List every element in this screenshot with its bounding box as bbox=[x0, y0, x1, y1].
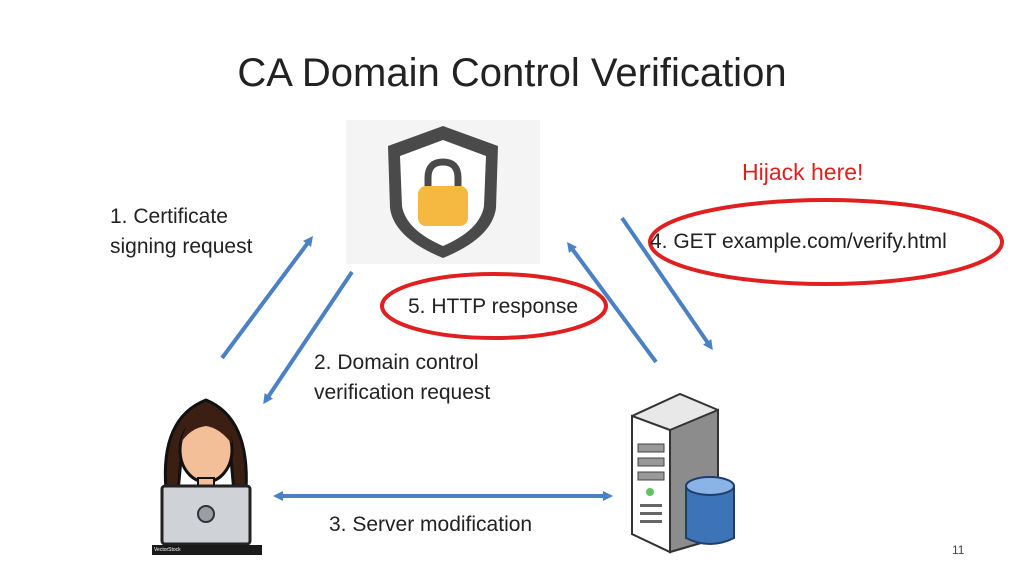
client-user bbox=[150, 388, 262, 556]
watermark-label: VectorStock bbox=[152, 545, 262, 555]
arrow-step4 bbox=[620, 216, 713, 351]
shield-lock-icon bbox=[388, 126, 498, 258]
step4-label: 4. GET example.com/verify.html bbox=[650, 230, 947, 253]
step3-label: 3. Server modification bbox=[329, 513, 533, 536]
page-number: 11 bbox=[952, 543, 965, 557]
hijack-annotation: Hijack here! bbox=[742, 159, 864, 185]
step5-label: 5. HTTP response bbox=[408, 295, 579, 318]
highlight-step4 bbox=[648, 198, 1004, 286]
step1-line1: 1. Certificate bbox=[110, 205, 228, 228]
step2-line1: 2. Domain control bbox=[314, 351, 479, 374]
highlight-step5 bbox=[380, 272, 608, 340]
step2-label: 2. Domain control verification request bbox=[314, 348, 490, 408]
slide-title: CA Domain Control Verification bbox=[237, 51, 787, 95]
step2-line2: verification request bbox=[314, 381, 491, 404]
arrow-step1 bbox=[220, 235, 313, 360]
person-laptop-icon bbox=[160, 398, 252, 546]
server-database-icon bbox=[631, 392, 735, 554]
certificate-authority bbox=[346, 120, 540, 264]
step1-line2: signing request bbox=[110, 235, 253, 258]
arrow-step2 bbox=[263, 270, 354, 405]
step1-label: 1. Certificate signing request bbox=[110, 202, 252, 262]
web-server bbox=[622, 388, 740, 554]
arrow-step5 bbox=[567, 241, 658, 364]
